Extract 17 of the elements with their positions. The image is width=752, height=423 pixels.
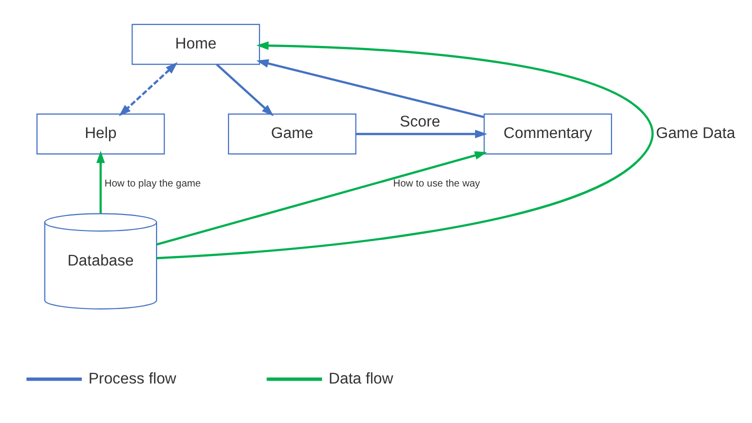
arrow — [256, 59, 484, 118]
legend-label: Process flow — [88, 370, 176, 388]
arrow — [118, 62, 178, 116]
arrow — [96, 150, 105, 214]
node-box: Help — [36, 114, 165, 154]
edge-label: Game Data — [656, 125, 736, 142]
node-box: Home — [132, 24, 260, 65]
arrow — [156, 151, 487, 246]
edge-label: Score — [400, 113, 440, 130]
edge-label: How to play the game — [104, 178, 201, 190]
arrow — [356, 130, 488, 138]
node-box: Commentary — [484, 114, 612, 154]
edge-label: How to use the way — [393, 178, 480, 190]
legend-label: Data flow — [328, 370, 394, 388]
arrow — [156, 41, 654, 260]
arrow — [216, 64, 274, 116]
node-box: Game — [228, 114, 356, 154]
